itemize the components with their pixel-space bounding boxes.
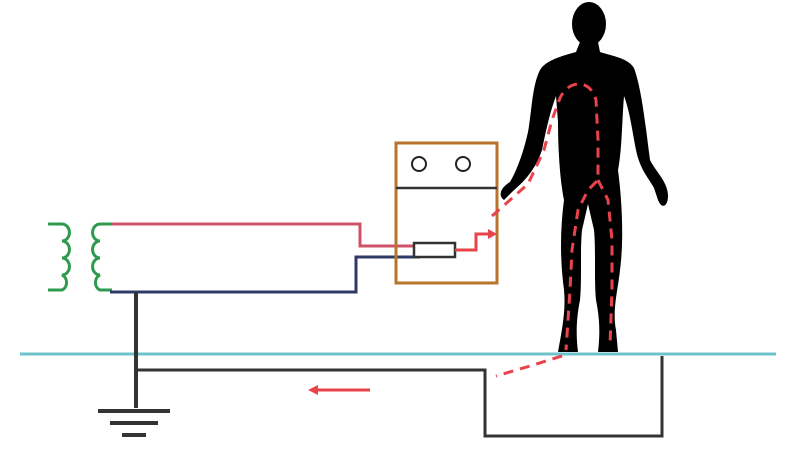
appliance-icon — [394, 141, 499, 285]
current-path — [455, 82, 614, 378]
live-wire — [112, 222, 420, 248]
earth-ground-icon — [98, 292, 170, 437]
human-figure-icon — [500, 2, 668, 352]
current-arrow-icon — [308, 229, 497, 395]
neutral-wire — [110, 255, 420, 294]
appliance-knob — [455, 156, 471, 172]
transformer-icon — [48, 222, 112, 292]
earth-return-wire — [136, 356, 664, 438]
appliance-knob — [411, 156, 427, 172]
resistor — [412, 241, 457, 259]
